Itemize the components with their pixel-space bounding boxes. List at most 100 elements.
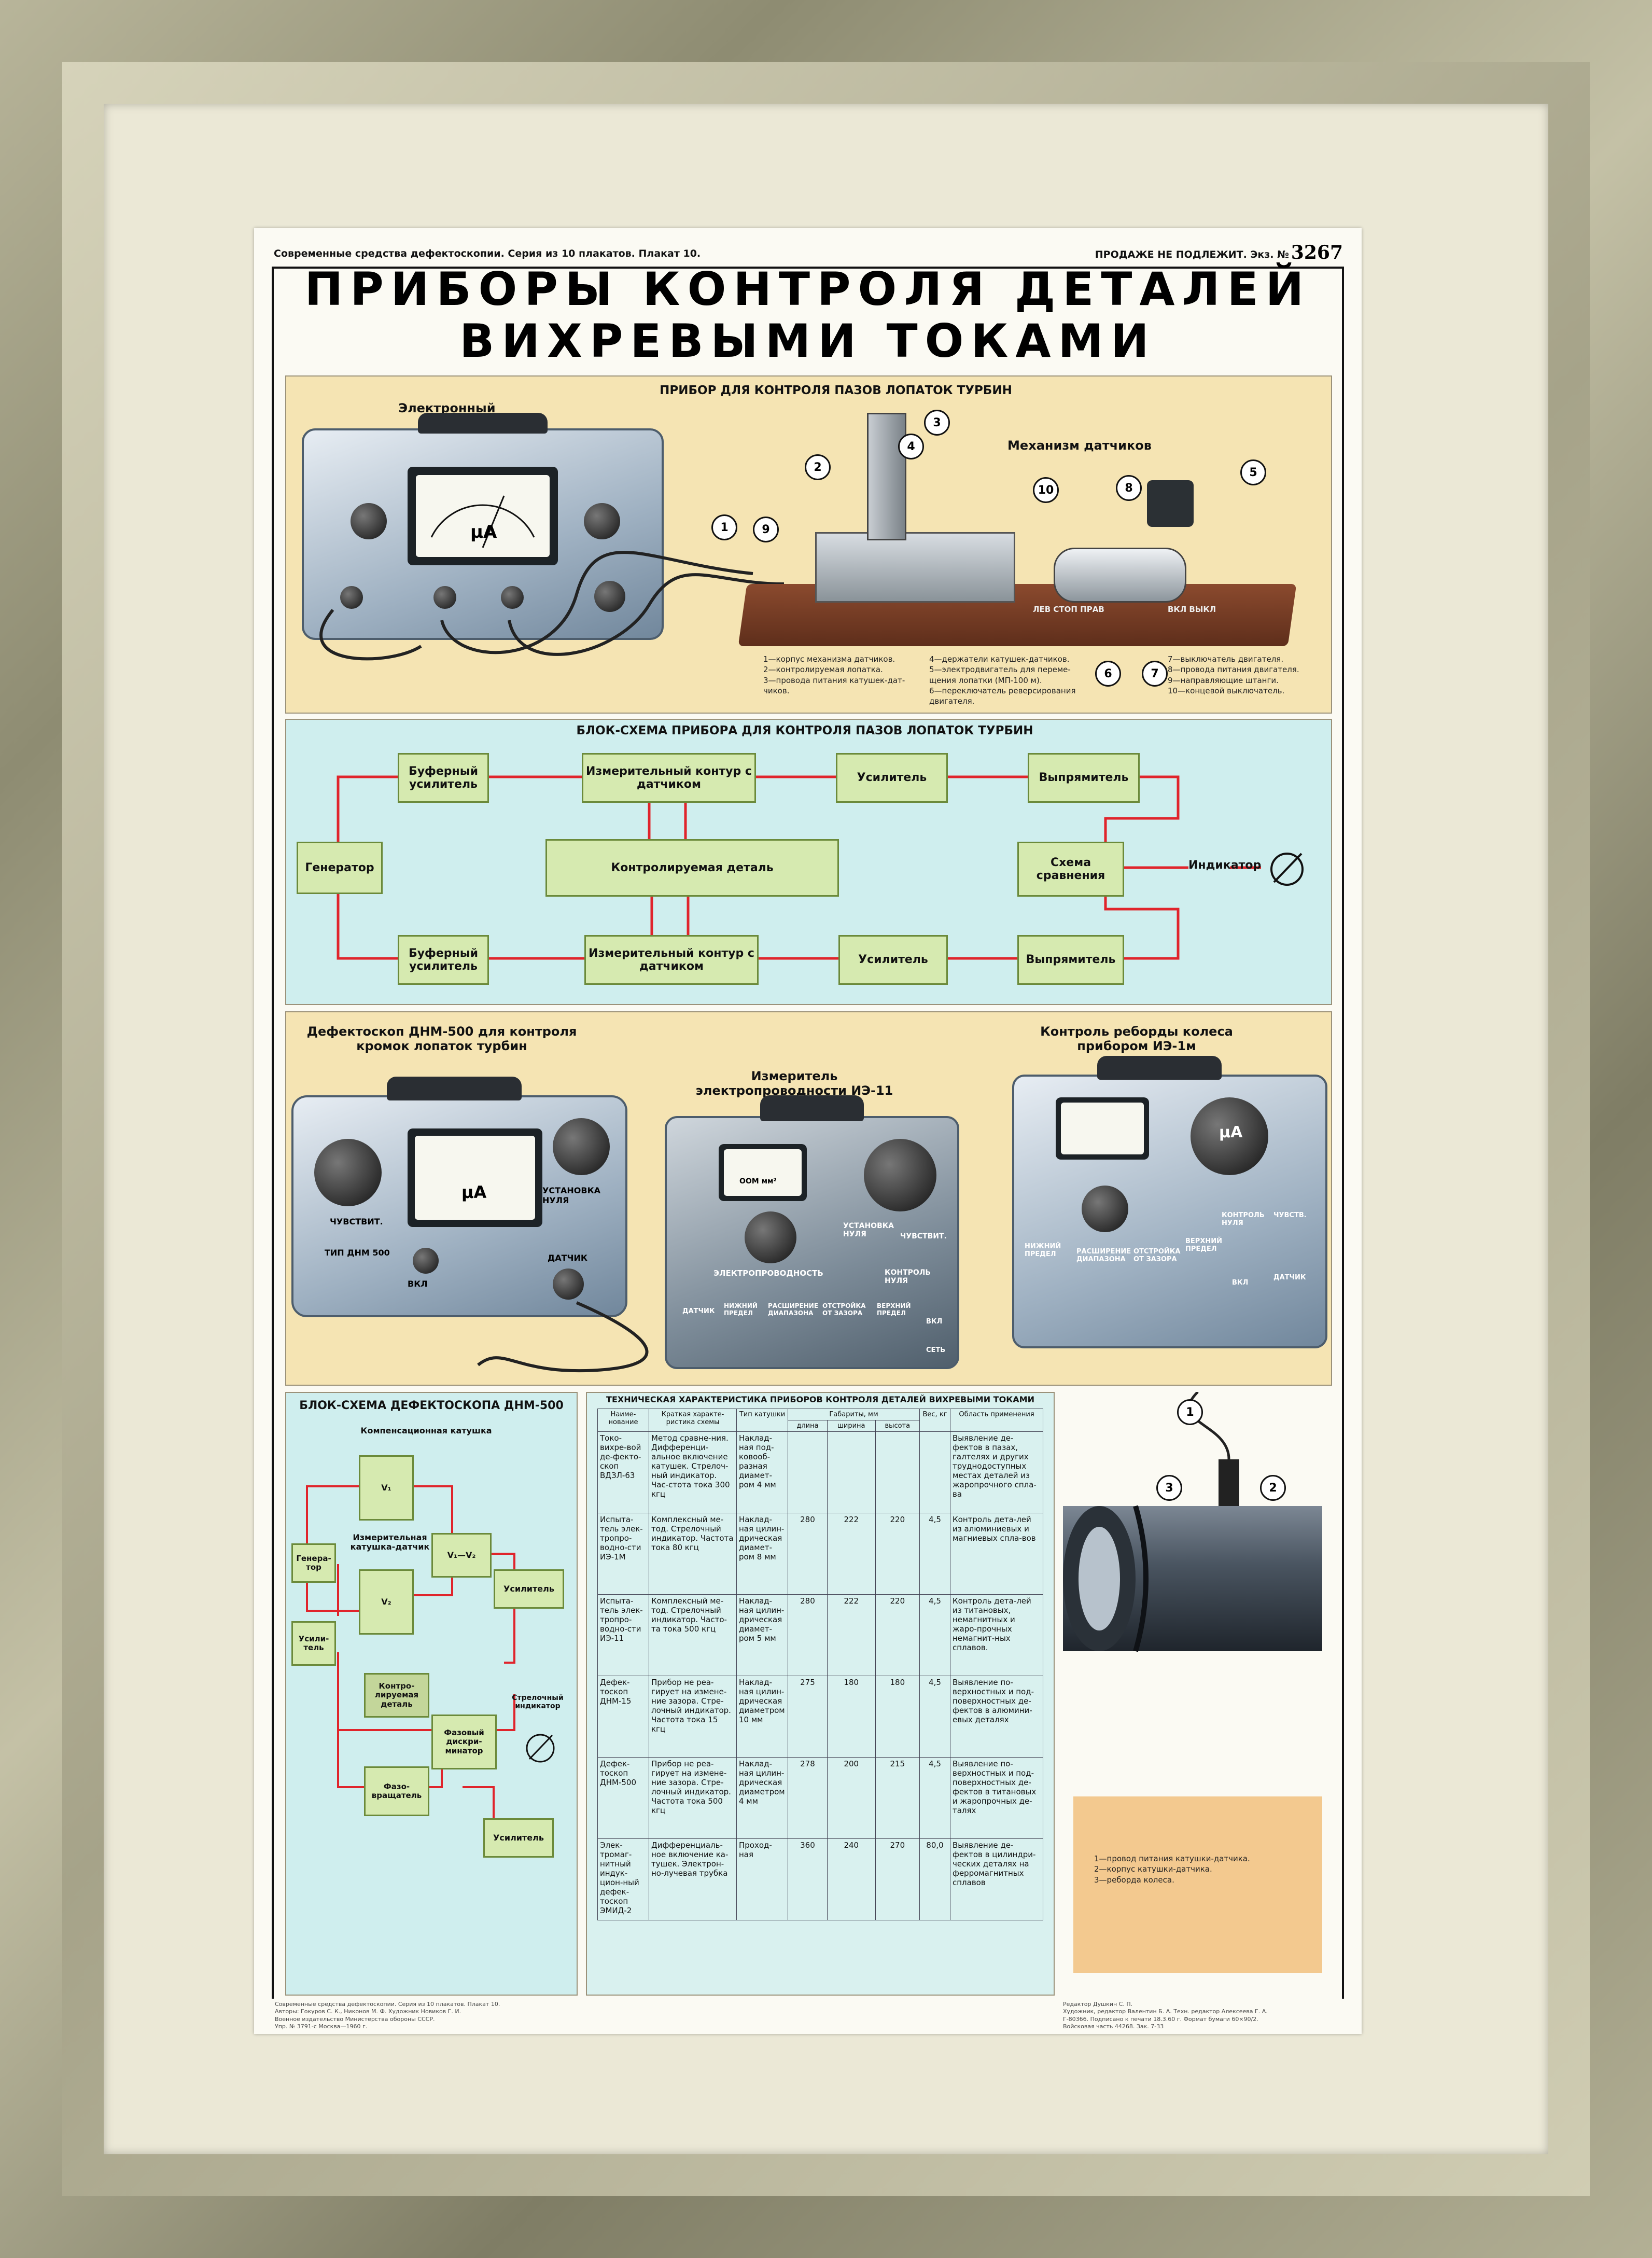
ie1m-device: μA НИЖНИЙ ПРЕДЕЛ РАСШИРЕНИЕ ДИАПАЗОНА ОТ… [1012,1056,1327,1348]
comp-coil-label: Компенсационная катушка [360,1426,492,1435]
power-knob[interactable] [594,581,625,612]
cell-name: Элек-тромаг-нитный индук-цион-ный дефек-… [597,1838,649,1920]
ie1m-label-range: РАСШИРЕНИЕ ДИАПАЗОНА [1076,1248,1131,1263]
th-name: Наиме-нование [597,1409,649,1432]
dnm500-handle [387,1077,522,1100]
title-line-2: ВИХРЕВЫМИ ТОКАМИ [459,314,1156,368]
ie1m-label-sensor: ДАТЧИК [1273,1274,1306,1281]
sale-caption: ПРОДАЖЕ НЕ ПОДЛЕЖИТ. Экз. № [1095,249,1289,260]
switch-right-label: ПРАВ [1080,605,1104,614]
cell-w [827,1431,876,1513]
left-knob[interactable] [351,503,387,539]
ie1m-title: Контроль реборды колеса прибором ИЭ-1м [1040,1024,1233,1053]
right-rule [1342,267,1344,1999]
cell-l: 280 [788,1513,828,1595]
indicator-label: Индикатор [1188,859,1262,872]
cell-kg [919,1431,950,1513]
cell-l: 278 [788,1757,828,1839]
ie1m-meter-unit: μA [1219,1123,1243,1141]
ie11-label-range: РАСШИРЕНИЕ ДИАПАЗОНА [768,1302,819,1317]
ie11-label-gap: ОТСТРОЙКА ОТ ЗАЗОРА [822,1302,866,1317]
ie1m-label-gap: ОТСТРОЙКА ОТ ЗАЗОРА [1133,1248,1181,1263]
copy-number: 3267 [1291,242,1343,263]
ie11-title: Измеритель электропроводности ИЭ-11 [695,1069,893,1098]
cell-name: Дефек-тоскоп ДНМ-15 [597,1676,649,1758]
th-scheme: Краткая характе-ристика схемы [649,1409,737,1432]
cell-type: Наклад-ная под-ковооб-разная диамет-ром … [736,1431,788,1513]
ie1m-main-knob[interactable] [1082,1186,1128,1232]
connector-1[interactable] [433,586,456,609]
poster: Современные средства дефектоскопии. Сери… [254,228,1362,2034]
switch-on-label: ВКЛ [1168,605,1187,614]
th-dims: Габариты, мм [788,1409,920,1420]
meas-coil-label: Измерительная катушка-датчик [350,1532,430,1552]
th-width: ширина [827,1420,876,1432]
dnm500-power-toggle[interactable] [413,1248,439,1274]
dnm500-title: Дефектоскоп ДНМ-500 для контроля кромок … [306,1024,577,1053]
electronic-block-device: μA [302,413,664,640]
callout-5: 5 [1240,459,1266,485]
panel-devices: Дефектоскоп ДНМ-500 для контроля кромок … [285,1011,1332,1386]
callout-4: 4 [898,434,924,459]
phase-shifter-box: Фазо-вращатель [364,1766,429,1816]
wheel-area: 1 2 3 1—провод питания катушки-датчика. … [1063,1392,1327,1994]
footer-right: Редактор Душкин С. П. Художник, редактор… [1063,2001,1268,2030]
dnm500-sensor-socket[interactable] [553,1269,584,1300]
cell-area: Выявление по-верхностных и под-поверхнос… [950,1757,1043,1839]
cables-icon [319,551,785,661]
cell-scheme: Метод сравне-ния. Дифференци-альное вклю… [649,1431,737,1513]
electric-motor [1054,548,1186,603]
buffer-amp-top: Буферный усилитель [398,753,489,803]
meas-contour-bottom: Измерительный контур с датчиком [584,935,759,985]
ie11-label-sens: ЧУВСТВИТ. [900,1232,947,1240]
ie11-main-knob[interactable] [745,1211,796,1263]
dnm500-cable-icon [477,1301,649,1373]
dnm500-label-on: ВКЛ [408,1279,428,1289]
cell-scheme: Прибор не реа-гирует на измене-ние зазор… [649,1676,737,1758]
left-rule [272,267,274,1999]
legend-col-1: 1—корпус механизма датчиков. 2—контролир… [763,654,905,695]
amplifier-box: Усилитель [494,1569,564,1609]
callout-2: 2 [805,454,831,480]
cell-name: Токо-вихре-вой де-фекто-скоп ВДЗЛ-63 [597,1431,649,1513]
cell-h: 220 [875,1594,920,1676]
cell-kg: 4,5 [919,1757,950,1839]
cell-w: 200 [827,1757,876,1839]
panel1-title: ПРИБОР ДЛЯ КОНТРОЛЯ ПАЗОВ ЛОПАТОК ТУРБИН [660,384,1012,397]
cell-kg: 4,5 [919,1513,950,1595]
cell-w: 222 [827,1594,876,1676]
ie11-label-lower: НИЖНИЙ ПРЕДЕЛ [724,1302,758,1317]
ie11-label-on: ВКЛ [926,1318,943,1326]
ie1m-label-sens: ЧУВСТВ. [1273,1211,1307,1219]
connector-3[interactable] [340,586,363,609]
zero-dial[interactable] [553,1118,610,1175]
cell-h: 180 [875,1676,920,1758]
dnm500-label-type: ТИП ДНМ 500 [325,1248,390,1258]
ie11-label-zero-check: КОНТРОЛЬ НУЛЯ [885,1269,931,1285]
cell-area: Выявление по-верхностных и под-поверхнос… [950,1676,1043,1758]
th-type: Тип катушки [736,1409,788,1432]
right-knob[interactable] [584,503,620,539]
cell-type: Наклад-ная цилин-дрическая диаметром 10 … [736,1676,788,1758]
microammeter: μA [408,467,558,565]
cell-kg: 80,0 [919,1838,950,1920]
header-rule [272,267,1343,269]
sensitivity-dial[interactable] [314,1139,382,1206]
callout-6: 6 [1095,661,1121,687]
th-length: длина [788,1420,828,1432]
callout-7: 7 [1142,661,1168,687]
cell-h: 220 [875,1513,920,1595]
controlled-part-small-box: Контро-лируемая деталь [364,1673,429,1718]
meas-contour-top: Измерительный контур с датчиком [582,753,756,803]
panel-dnm500-diagram: БЛОК-СХЕМА ДЕФЕКТОСКОПА ДНМ-500 Компенса… [285,1392,578,1996]
ie1m-label-on: ВКЛ [1232,1279,1249,1287]
phase-discr-box: Фазовый дискри-минатор [431,1715,497,1769]
amplifier-small-box: Усили-тель [291,1621,336,1666]
cell-w: 240 [827,1838,876,1920]
meas-coil-box: V₂ [359,1569,414,1635]
ie11-label-network: СЕТЬ [926,1346,946,1354]
connector-2[interactable] [501,586,524,609]
cell-type: Наклад-ная цилин-дрическая диаметром 4 м… [736,1757,788,1839]
